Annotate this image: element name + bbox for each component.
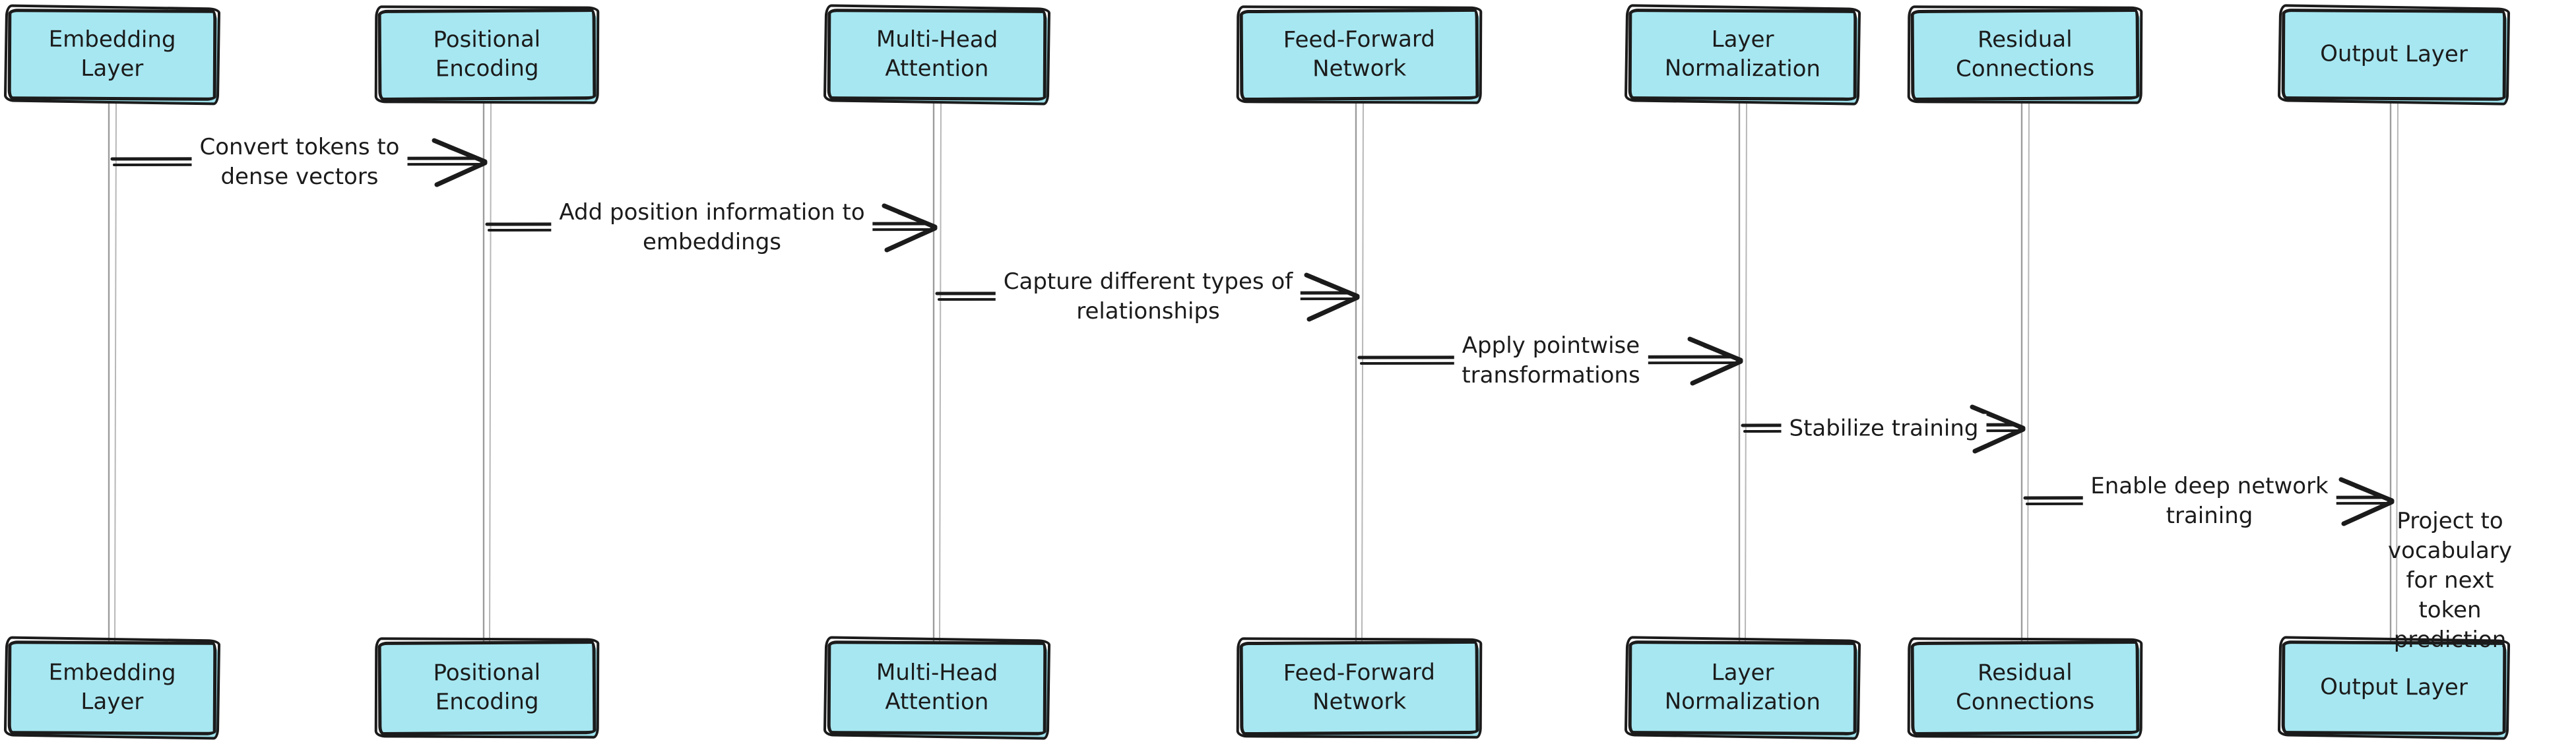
arrowhead-icon [1306, 295, 1360, 322]
actor-top-multi-head-attention: Multi-Head Attention [827, 9, 1047, 101]
lifeline [1745, 101, 1747, 644]
message-label: Apply pointwise transformations [1454, 331, 1648, 390]
actor-label: Layer Normalization [1664, 26, 1821, 82]
actor-label: Positional Encoding [433, 659, 541, 716]
lifeline [489, 101, 492, 644]
actor-label: Residual Connections [1955, 26, 2095, 82]
actor-label: Residual Connections [1955, 660, 2095, 716]
arrowhead-icon [434, 160, 488, 187]
actor-label: Output Layer [2320, 673, 2468, 701]
arrowhead-icon [1972, 427, 2026, 454]
arrowhead-icon [884, 226, 938, 253]
actor-top-embedding-layer: Embedding Layer [7, 9, 217, 101]
actor-label: Embedding Layer [48, 26, 176, 82]
arrowhead-icon [897, 212, 934, 228]
actor-bottom-residual-connections: Residual Connections [1910, 640, 2140, 736]
lifeline [939, 101, 942, 644]
actor-label: Embedding Layer [48, 659, 176, 716]
arrowhead-icon [1985, 413, 2022, 429]
arrowhead-icon [2341, 499, 2395, 526]
actor-top-output-layer: Output Layer [2281, 9, 2507, 101]
lifeline [114, 101, 117, 644]
message-label: Convert tokens to dense vectors [191, 133, 408, 192]
actor-label: Feed-Forward Network [1283, 26, 1436, 82]
actor-label: Multi-Head Attention [876, 660, 998, 716]
actor-bottom-multi-head-attention: Multi-Head Attention [827, 640, 1047, 735]
message-label: Enable deep network training [2082, 472, 2336, 531]
actor-bottom-output-layer: Output Layer [2281, 640, 2507, 735]
lifeline [1361, 101, 1364, 644]
arrowhead-icon [1320, 281, 1357, 297]
lifeline [2027, 101, 2030, 644]
arrowhead-icon [2354, 485, 2391, 501]
actor-label: Feed-Forward Network [1283, 659, 1436, 716]
message-label: Capture different types of relationships [995, 267, 1301, 326]
actor-bottom-embedding-layer: Embedding Layer [7, 640, 217, 735]
actor-top-feed-forward-network: Feed-Forward Network [1239, 8, 1479, 102]
arrowhead-icon [447, 146, 484, 162]
actor-bottom-positional-encoding: Positional Encoding [377, 640, 596, 736]
actor-label: Output Layer [2320, 40, 2468, 68]
message-label: Add position information to embeddings [551, 198, 873, 257]
message-label: Stabilize training [1781, 414, 1987, 444]
lifeline [2396, 101, 2399, 644]
actor-bottom-layer-normalization: Layer Normalization [1628, 640, 1857, 735]
actor-top-positional-encoding: Positional Encoding [377, 8, 596, 102]
actor-label: Multi-Head Attention [876, 26, 998, 82]
actor-bottom-feed-forward-network: Feed-Forward Network [1239, 640, 1479, 736]
actor-label: Layer Normalization [1664, 660, 1821, 716]
arrowhead-icon [1703, 345, 1740, 361]
self-message-label: Project to vocabulary for next token pre… [2388, 507, 2512, 653]
actor-top-layer-normalization: Layer Normalization [1628, 9, 1857, 101]
actor-label: Positional Encoding [433, 26, 541, 82]
arrowhead-icon [1690, 359, 1743, 386]
actor-top-residual-connections: Residual Connections [1910, 8, 2140, 102]
